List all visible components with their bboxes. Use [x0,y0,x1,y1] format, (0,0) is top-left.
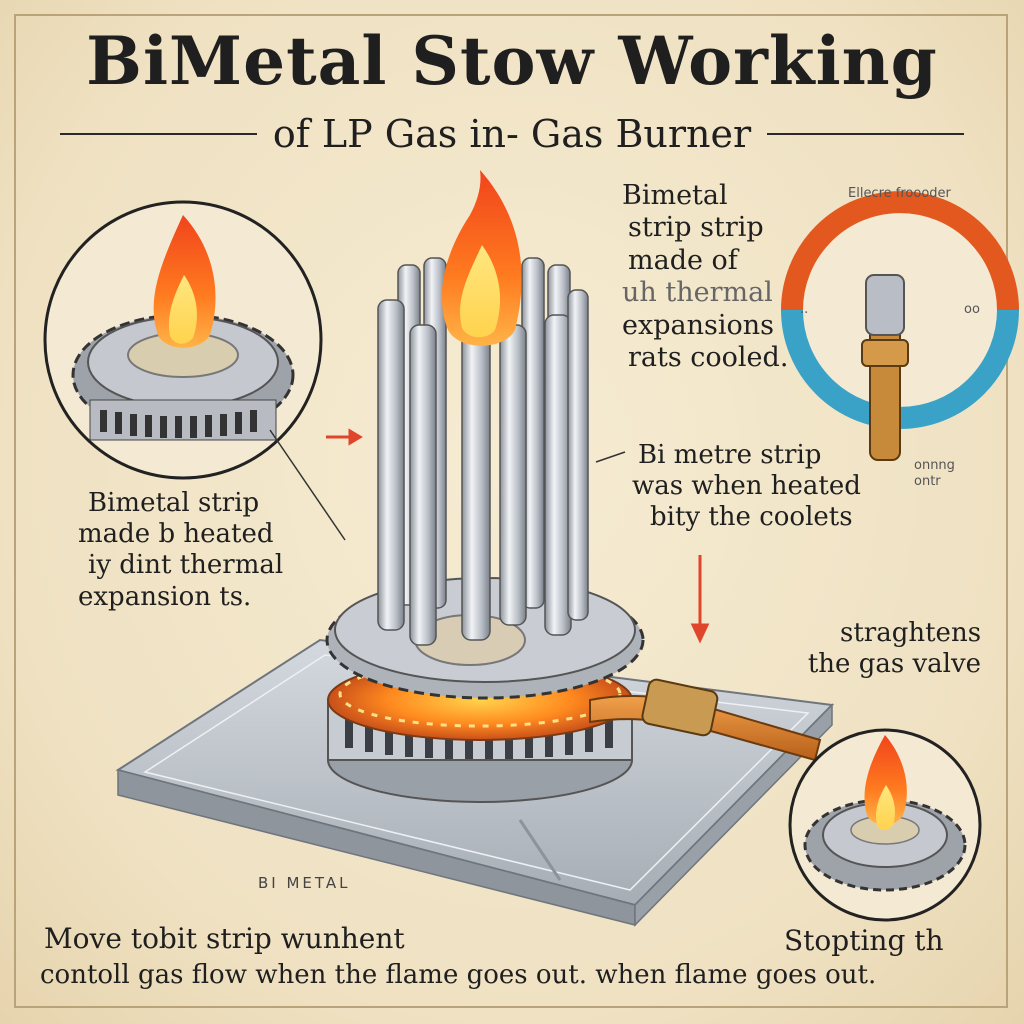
label-top-right: Bimetal strip strip made of uh thermal e… [622,180,788,374]
label-right-lower: straghtens the gas valve [798,618,981,680]
label-line: uh thermal [622,277,773,309]
label-left: Bimetal strip made b heated iy dint ther… [78,488,283,613]
label-line: bity the coolets [650,502,853,533]
diagram-title: BiMetal Stow Working [86,22,938,100]
gauge-side-label: onnng ontr [914,458,955,489]
label-line: rats cooled. [628,341,789,373]
label-line: expansion ts. [78,581,252,612]
label-line: ontr [914,473,941,489]
left-inset-gear [43,200,346,541]
flame-icon [864,735,907,825]
arrow-icon [326,428,710,644]
label-mid-right: Bi metre strip was when heated bity the … [632,440,861,534]
bottom-right-label: Stopting th [784,924,944,957]
base-label: BI METAL [258,874,351,892]
label-line: Bimetal [622,180,728,211]
diagram-subtitle: of LP Gas in- Gas Burner [272,112,752,156]
leader-line [595,451,626,463]
label-line: the gas valve [807,649,982,680]
gauge-left-mark: .. [800,302,809,317]
label-line: onnng [914,458,955,473]
gauge-right-mark: oo [964,302,980,317]
subtitle-row: of LP Gas in- Gas Burner [60,112,965,156]
label-line: iy dint thermal [88,550,284,581]
gauge-caption: Ellecre froooder [848,186,951,201]
bimetal-rods [377,257,589,646]
flame-icon [441,170,522,346]
label-line: made b heated [78,519,274,550]
label-line: Bi metre strip [638,440,822,470]
label-line: made of [628,244,738,276]
bottom-left-line-2: contoll gas flow when the flame goes out… [40,960,877,990]
bottom-left-line-1: Move tobit strip wunhent [44,922,405,955]
subtitle-rule-left [60,133,257,135]
gas-pipe [589,678,822,762]
label-line: straghtens [840,618,982,648]
label-line: expansions [622,309,774,341]
gauge-icon [781,191,1019,461]
label-line: strip strip [628,212,764,244]
label-line: Bimetal strip [88,488,260,518]
subtitle-rule-right [767,133,965,135]
right-inset-gear [788,728,982,922]
label-line: was when heated [632,471,861,502]
